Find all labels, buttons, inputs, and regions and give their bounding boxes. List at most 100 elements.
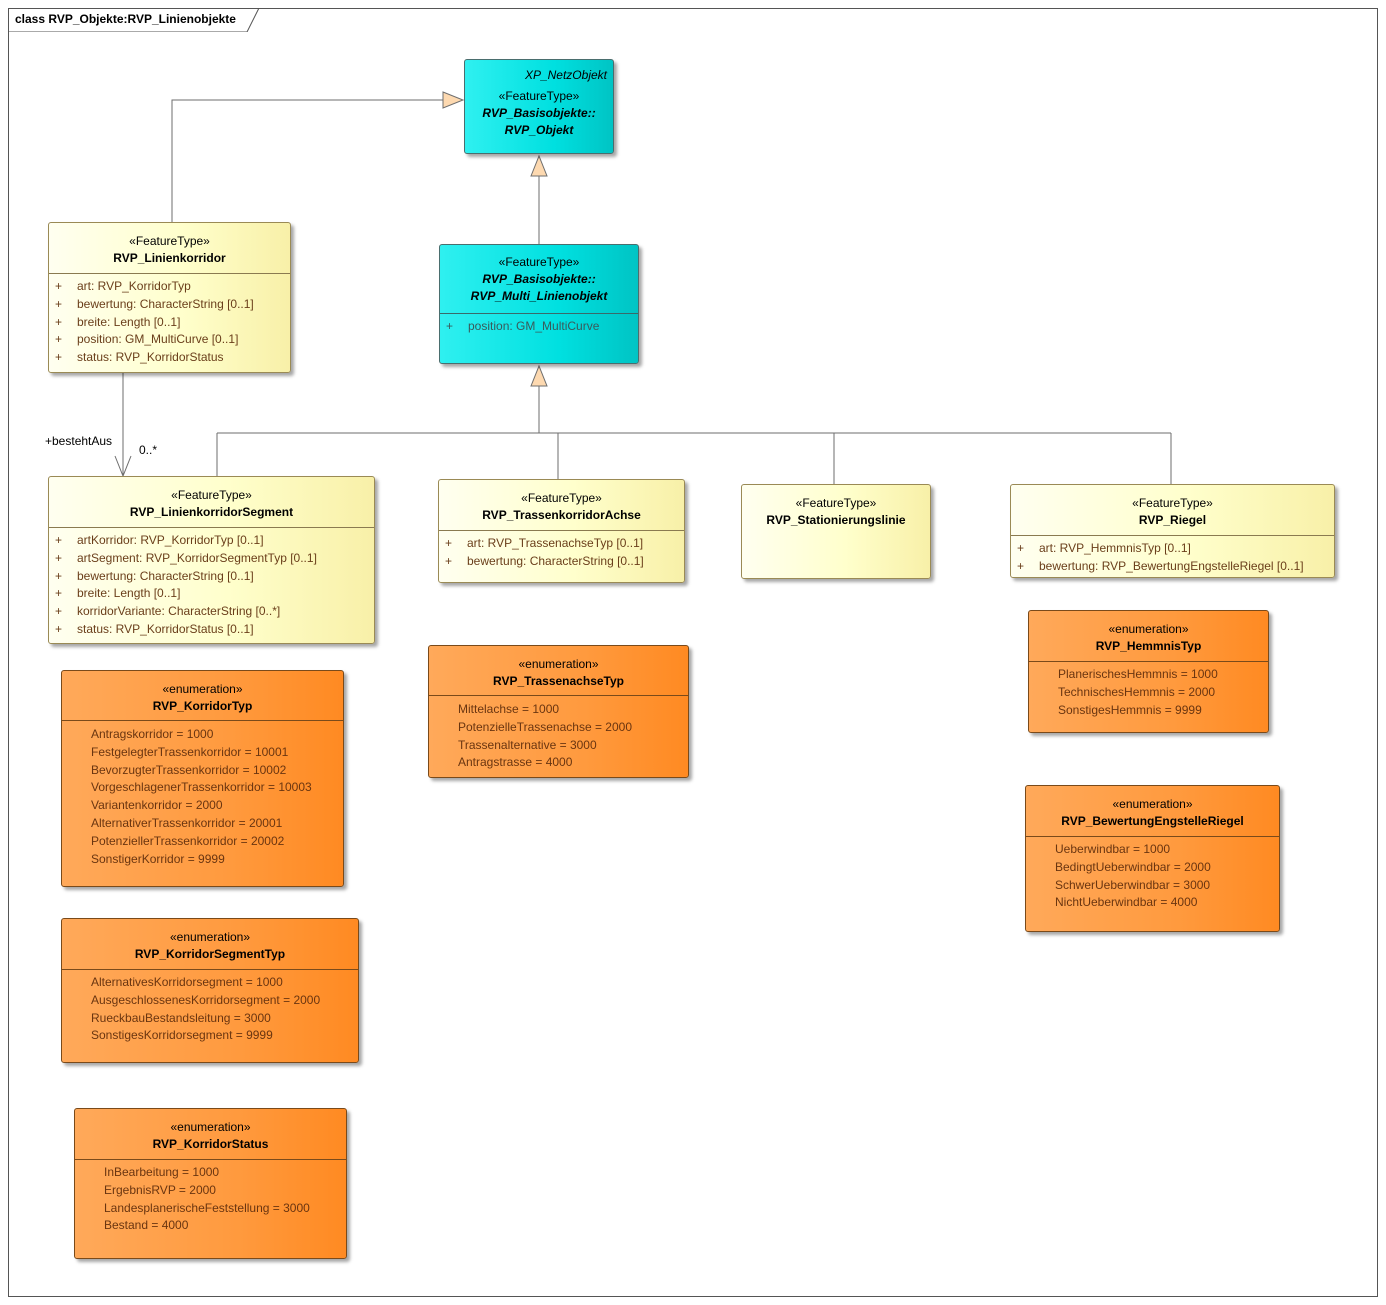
class-rvp-multi-linienobjekt[interactable]: «FeatureType» RVP_Basisobjekte:: RVP_Mul… bbox=[439, 244, 639, 364]
attribute-row: +korridorVariante: CharacterString [0..*… bbox=[55, 604, 281, 619]
attribute-row: +bewertung: RVP_BewertungEngstelleRiegel… bbox=[1017, 558, 1304, 573]
enum-rvp-korridor-segment-typ[interactable]: «enumeration» RVP_KorridorSegmentTyp Alt… bbox=[61, 918, 359, 1063]
enum-rvp-korridor-typ[interactable]: «enumeration» RVP_KorridorTyp Antragskor… bbox=[61, 670, 344, 887]
stereotype-label: «enumeration» bbox=[1108, 622, 1189, 636]
enum-value: AlternativesKorridorsegment = 1000 bbox=[91, 975, 283, 989]
class-rvp-trassenkorridor-achse[interactable]: «FeatureType» RVP_TrassenkorridorAchse +… bbox=[438, 479, 685, 583]
enum-value: Antragskorridor = 1000 bbox=[91, 727, 214, 741]
attribute-list: +art: RVP_KorridorTyp +bewertung: Charac… bbox=[49, 278, 290, 367]
enum-name: RVP_KorridorTyp bbox=[152, 699, 253, 713]
stereotype-label: «FeatureType» bbox=[129, 234, 210, 248]
class-name: RVP_Linienkorridor bbox=[113, 251, 226, 265]
class-name: RVP_TrassenkorridorAchse bbox=[482, 508, 641, 522]
enum-value: AlternativerTrassenkorridor = 20001 bbox=[91, 815, 283, 830]
parent-class-label: XP_NetzObjekt bbox=[524, 68, 607, 82]
attribute-row: +art: RVP_KorridorTyp bbox=[55, 279, 191, 293]
class-rvp-objekt[interactable]: XP_NetzObjekt «FeatureType» RVP_Basisobj… bbox=[464, 59, 614, 154]
attribute-row: +breite: Length [0..1] bbox=[55, 586, 181, 601]
attribute-row: +breite: Length [0..1] bbox=[55, 314, 181, 329]
enum-value: BedingtUeberwindbar = 2000 bbox=[1055, 859, 1211, 874]
enum-value: InBearbeitung = 1000 bbox=[104, 1165, 220, 1179]
enum-rvp-bewertung-engstelle-riegel[interactable]: «enumeration» RVP_BewertungEngstelleRieg… bbox=[1025, 785, 1280, 932]
enum-value: SonstigerKorridor = 9999 bbox=[91, 851, 225, 866]
enum-value: VorgeschlagenerTrassenkorridor = 10003 bbox=[91, 780, 312, 795]
stereotype-label: «enumeration» bbox=[162, 682, 243, 696]
enum-value: RueckbauBestandsleitung = 3000 bbox=[91, 1010, 271, 1025]
class-name: RVP_Stationierungslinie bbox=[766, 513, 906, 527]
attribute-list: +art: RVP_HemmnisTyp [0..1] +bewertung: … bbox=[1011, 540, 1334, 576]
attribute-row: +bewertung: CharacterString [0..1] bbox=[55, 296, 254, 311]
attribute-row: +bewertung: CharacterString [0..1] bbox=[55, 568, 254, 583]
enum-value: SchwerUeberwindbar = 3000 bbox=[1055, 877, 1211, 892]
compartment-divider bbox=[49, 273, 290, 274]
enum-value: ErgebnisRVP = 2000 bbox=[104, 1182, 216, 1197]
enum-rvp-korridor-status[interactable]: «enumeration» RVP_KorridorStatus InBearb… bbox=[74, 1108, 347, 1259]
enum-value-list: AlternativesKorridorsegment = 1000 Ausge… bbox=[62, 974, 358, 1045]
association-multiplicity-label: 0..* bbox=[139, 443, 158, 457]
enum-value: PotenzielleTrassenachse = 2000 bbox=[458, 719, 632, 734]
enum-value-list: InBearbeitung = 1000 ErgebnisRVP = 2000 … bbox=[75, 1164, 346, 1235]
attribute-row: +artSegment: RVP_KorridorSegmentTyp [0..… bbox=[55, 550, 317, 565]
enum-rvp-trassenachse-typ[interactable]: «enumeration» RVP_TrassenachseTyp Mittel… bbox=[428, 645, 689, 778]
attribute-row: +status: RVP_KorridorStatus [0..1] bbox=[55, 621, 254, 636]
attribute-row: +art: RVP_HemmnisTyp [0..1] bbox=[1017, 541, 1191, 555]
enum-value: Bestand = 4000 bbox=[104, 1218, 189, 1233]
diagram-frame bbox=[8, 8, 1378, 1297]
attribute-row: +bewertung: CharacterString [0..1] bbox=[445, 553, 644, 568]
compartment-divider bbox=[62, 969, 358, 970]
enum-name: RVP_HemmnisTyp bbox=[1095, 639, 1202, 653]
class-rvp-linienkorridor[interactable]: «FeatureType» RVP_Linienkorridor +art: R… bbox=[48, 222, 291, 373]
attribute-row: +position: GM_MultiCurve [0..1] bbox=[55, 332, 239, 347]
enum-name: RVP_KorridorSegmentTyp bbox=[134, 947, 286, 961]
enum-value: SonstigesKorridorsegment = 9999 bbox=[91, 1028, 273, 1043]
stereotype-label: «FeatureType» bbox=[498, 255, 580, 269]
enum-name: RVP_KorridorStatus bbox=[152, 1137, 269, 1151]
stereotype-label: «FeatureType» bbox=[498, 89, 580, 103]
stereotype-label: «FeatureType» bbox=[521, 491, 602, 505]
compartment-divider bbox=[75, 1159, 346, 1160]
class-rvp-riegel[interactable]: «FeatureType» RVP_Riegel +art: RVP_Hemmn… bbox=[1010, 484, 1335, 578]
attribute-row: +status: RVP_KorridorStatus bbox=[55, 350, 224, 365]
generalization-linienkorridor-line bbox=[171, 99, 443, 222]
enum-value: Ueberwindbar = 1000 bbox=[1055, 842, 1171, 856]
enum-value: FestgelegterTrassenkorridor = 10001 bbox=[91, 744, 289, 759]
enum-value: Antragstrasse = 4000 bbox=[458, 755, 573, 770]
class-name: RVP_Riegel bbox=[1138, 513, 1207, 527]
compartment-divider bbox=[62, 720, 343, 721]
enum-value: BevorzugterTrassenkorridor = 10002 bbox=[91, 762, 287, 777]
stereotype-label: «FeatureType» bbox=[171, 488, 252, 502]
enum-name: RVP_BewertungEngstelleRiegel bbox=[1061, 814, 1244, 828]
compartment-divider bbox=[1029, 661, 1268, 662]
compartment-divider bbox=[1026, 836, 1279, 837]
enum-value: PlanerischesHemmnis = 1000 bbox=[1058, 667, 1218, 681]
enum-value: Mittelachse = 1000 bbox=[458, 702, 560, 716]
enum-value-list: Ueberwindbar = 1000 BedingtUeberwindbar … bbox=[1026, 841, 1279, 912]
attribute-row: +artKorridor: RVP_KorridorTyp [0..1] bbox=[55, 533, 264, 547]
class-name: RVP_Multi_Linienobjekt bbox=[470, 289, 608, 303]
generalization-arrowhead-linienkorridor bbox=[442, 91, 465, 109]
compartment-divider bbox=[439, 530, 684, 531]
enum-rvp-hemmnis-typ[interactable]: «enumeration» RVP_HemmnisTyp Planerische… bbox=[1028, 610, 1269, 733]
class-name: RVP_Objekt bbox=[504, 123, 574, 137]
enum-value-list: Antragskorridor = 1000 FestgelegterTrass… bbox=[62, 726, 343, 868]
stereotype-label: «enumeration» bbox=[1112, 797, 1193, 811]
enum-value-list: PlanerischesHemmnis = 1000 TechnischesHe… bbox=[1029, 666, 1268, 719]
class-rvp-linienkorridor-segment[interactable]: «FeatureType» RVP_LinienkorridorSegment … bbox=[48, 476, 375, 644]
enum-value: LandesplanerischeFeststellung = 3000 bbox=[104, 1200, 310, 1215]
enum-value: SonstigesHemmnis = 9999 bbox=[1058, 702, 1202, 717]
enum-value: TechnischesHemmnis = 2000 bbox=[1058, 684, 1216, 699]
class-rvp-stationierungslinie[interactable]: «FeatureType» RVP_Stationierungslinie bbox=[741, 484, 931, 579]
attribute-list: +position: GM_MultiCurve bbox=[440, 318, 638, 336]
diagram-title: class RVP_Objekte:RVP_Linienobjekte bbox=[15, 12, 236, 26]
attribute-row: +position: GM_MultiCurve bbox=[446, 319, 600, 333]
diagram-frame-tab bbox=[8, 8, 260, 32]
compartment-divider bbox=[1011, 535, 1334, 536]
enum-value-list: Mittelachse = 1000 PotenzielleTrassenach… bbox=[429, 701, 688, 772]
enum-value: NichtUeberwindbar = 4000 bbox=[1055, 895, 1198, 910]
stereotype-label: «enumeration» bbox=[518, 657, 599, 671]
enum-value: Trassenalternative = 3000 bbox=[458, 737, 597, 752]
generalization-arrowhead-tree bbox=[530, 364, 548, 387]
enum-value: Variantenkorridor = 2000 bbox=[91, 798, 223, 813]
class-name: RVP_LinienkorridorSegment bbox=[129, 505, 294, 519]
